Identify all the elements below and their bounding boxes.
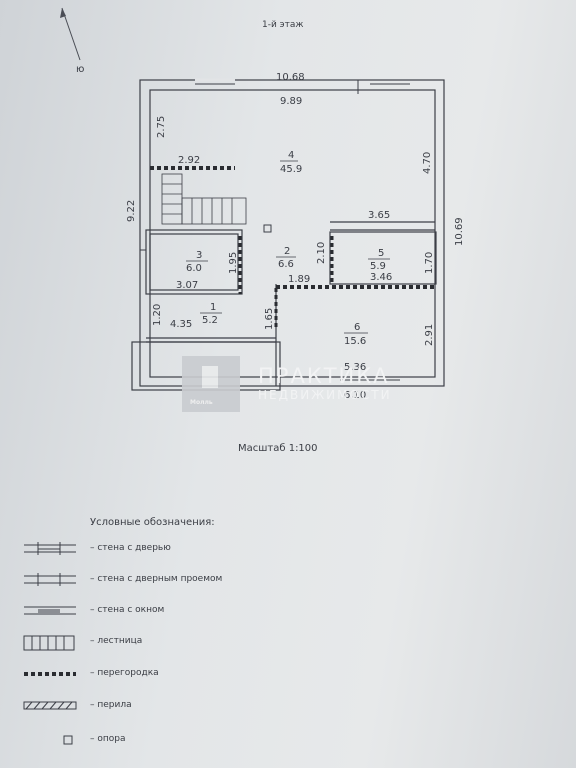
svg-text:3: 3	[196, 250, 202, 261]
dim-room1-side: 1.65	[264, 308, 275, 330]
dim-stair-top: 2.92	[178, 155, 200, 166]
dim-bottom-width: 6.10	[344, 390, 366, 401]
watermark-logo: Молль	[182, 356, 240, 412]
railing-icon	[23, 701, 77, 710]
svg-text:6.6: 6.6	[278, 259, 294, 270]
dim-room1-width: 4.35	[170, 319, 192, 330]
dim-room3-width: 3.07	[176, 280, 198, 291]
legend-title: Условные обозначения:	[90, 517, 215, 528]
dim-right-outer: 10.69	[454, 217, 465, 246]
floor-title: 1-й этаж	[262, 20, 304, 30]
legend-item-support: – опора	[20, 732, 320, 748]
partition-icon	[24, 672, 76, 676]
svg-text:1: 1	[210, 302, 216, 313]
svg-text:4: 4	[288, 150, 294, 161]
wall-window-icon	[24, 606, 76, 615]
legend-item-partition: – перегородка	[20, 666, 320, 682]
svg-text:45.9: 45.9	[280, 164, 302, 175]
legend-item-stairs: – лестница	[20, 634, 320, 651]
scale-label: Масштаб 1:100	[238, 443, 318, 454]
partition-walls	[150, 166, 436, 330]
dim-room3-height: 1.95	[228, 252, 239, 274]
support-post	[263, 224, 272, 233]
dim-corridor-right: 3.65	[368, 210, 390, 221]
dim-left-outer: 9.22	[126, 200, 137, 222]
svg-text:6: 6	[354, 322, 360, 333]
wall-doorway-icon	[24, 573, 76, 586]
svg-text:5.9: 5.9	[370, 261, 386, 272]
room-label-3: 3 6.0	[186, 250, 208, 274]
svg-text:5.2: 5.2	[202, 315, 218, 326]
staircase	[161, 173, 247, 225]
compass-label: ю	[76, 64, 84, 75]
legend-item-wall-window: – стена с окном	[20, 603, 320, 619]
room-label-1: 1 5.2	[200, 302, 222, 326]
dim-room6-width: 5.36	[344, 362, 366, 373]
watermark-sub: НЕДВИЖИМОСТИ	[258, 388, 392, 402]
svg-text:15.6: 15.6	[344, 336, 366, 347]
room-label-4: 4 45.9	[280, 150, 302, 175]
svg-text:5: 5	[378, 248, 384, 259]
dim-upper-left: 2.75	[156, 116, 167, 138]
compass-arrow-icon	[60, 7, 81, 61]
dim-top-inner: 9.89	[280, 96, 302, 107]
stairs-icon	[23, 635, 75, 651]
room-label-6: 6 15.6	[344, 322, 368, 347]
room-label-5: 5 5.9	[368, 248, 390, 272]
legend-item-railing: – перила	[20, 698, 320, 714]
room-label-2: 2 6.6	[276, 246, 296, 270]
dim-room1-height: 1.20	[152, 304, 163, 326]
dim-right-upper: 4.70	[422, 152, 433, 174]
svg-text:2: 2	[284, 246, 290, 257]
dim-room6-height: 2.91	[424, 324, 435, 346]
dim-room5-width: 3.46	[370, 272, 392, 283]
support-icon	[63, 735, 73, 745]
svg-text:6.0: 6.0	[186, 263, 202, 274]
dim-room2-width: 1.89	[288, 274, 310, 285]
dim-top-outer: 10.68	[276, 72, 305, 83]
legend-item-wall-doorway: – стена с дверным проемом	[20, 572, 320, 588]
watermark-brand: ПРАКТИКА	[258, 364, 390, 388]
dim-room2-height: 2.10	[316, 242, 327, 264]
floor-plan: ю	[60, 7, 465, 401]
outer-wall	[139, 79, 445, 387]
legend-item-wall-door: – стена с дверью	[20, 541, 320, 557]
dim-room5-height: 1.70	[424, 252, 435, 274]
wall-door-icon	[24, 542, 76, 555]
